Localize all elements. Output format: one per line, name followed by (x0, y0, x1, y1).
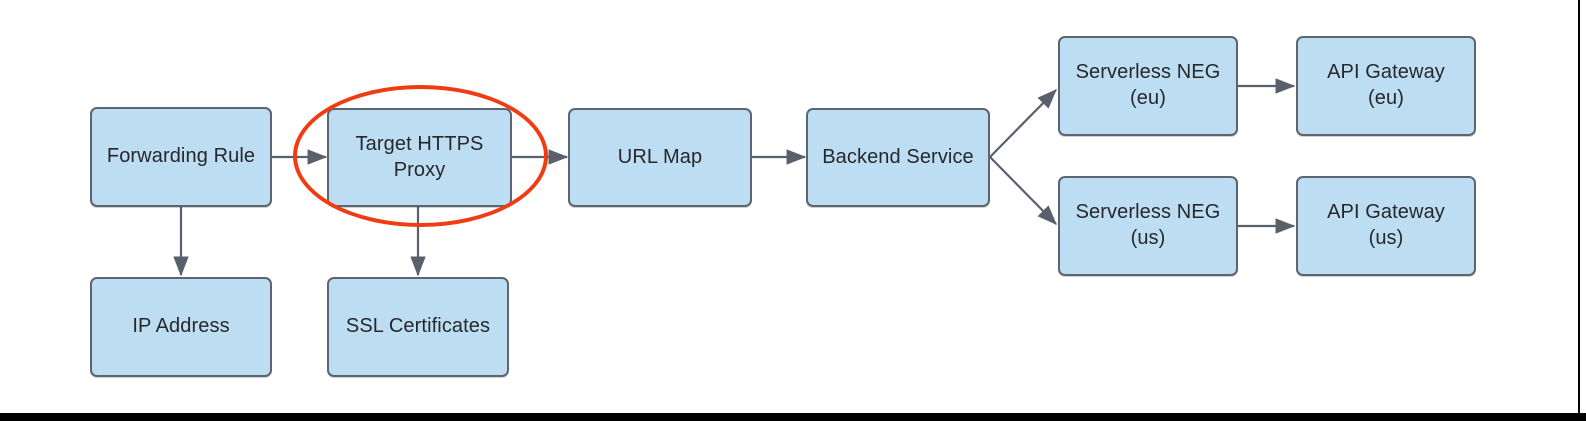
edge-backend-service-to-serverless-neg-eu (989, 89, 1057, 158)
node-serverless-neg-eu-label: Serverless NEG (eu) (1075, 61, 1221, 109)
node-serverless-neg-eu[interactable]: Serverless NEG (eu) (1058, 36, 1238, 136)
node-api-gateway-us-label: API Gateway (us) (1327, 201, 1445, 249)
node-serverless-neg-us[interactable]: Serverless NEG (us) (1058, 176, 1238, 276)
node-ssl-certificates[interactable]: SSL Certificates (327, 277, 509, 377)
edge-backend-service-to-serverless-neg-us (989, 156, 1057, 225)
node-forwarding-rule[interactable]: Forwarding Rule (90, 107, 272, 207)
node-target-https-proxy[interactable]: Target HTTPS Proxy (327, 108, 512, 207)
node-serverless-neg-us-label: Serverless NEG (us) (1075, 201, 1221, 249)
node-api-gateway-eu-label: API Gateway (eu) (1327, 61, 1445, 109)
node-backend-service[interactable]: Backend Service (806, 108, 990, 207)
node-ip-address-label: IP Address (132, 315, 230, 338)
node-url-map[interactable]: URL Map (568, 108, 752, 207)
node-ssl-certificates-label: SSL Certificates (345, 315, 491, 338)
node-backend-service-label: Backend Service (822, 145, 974, 168)
node-api-gateway-us[interactable]: API Gateway (us) (1296, 176, 1476, 276)
node-forwarding-rule-label: Forwarding Rule (106, 145, 256, 168)
node-ip-address[interactable]: IP Address (90, 277, 272, 377)
window-bottom-border (0, 413, 1586, 421)
node-api-gateway-eu[interactable]: API Gateway (eu) (1296, 36, 1476, 136)
node-target-https-proxy-label: Target HTTPS Proxy (355, 132, 484, 181)
node-url-map-label: URL Map (617, 145, 703, 168)
window-right-border (1578, 0, 1586, 421)
